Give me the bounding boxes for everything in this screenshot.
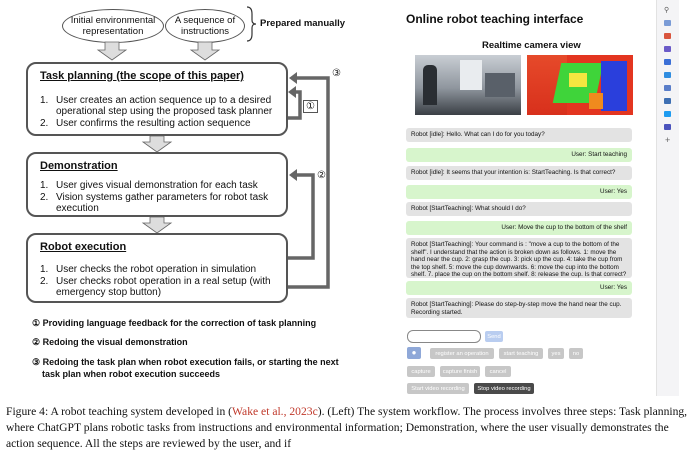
panel-item: 2. User confirms the resulting action seq… xyxy=(40,118,280,129)
sidebar-app-icon[interactable] xyxy=(664,72,671,78)
caption-suffix: ). (Left) The system workflow. The proce… xyxy=(6,405,688,450)
send-button[interactable]: Send xyxy=(485,331,503,342)
item-num: 1. xyxy=(40,95,49,106)
browser-sidebar xyxy=(656,0,679,396)
chat-message: Robot [StartTeaching]: Your command is :… xyxy=(406,238,632,278)
chat-message: Robot [idle]: It seems that your intenti… xyxy=(406,166,632,180)
panel-item: 1. User checks the robot operation in sim… xyxy=(40,264,280,275)
sidebar-app-icon[interactable] xyxy=(664,85,671,91)
loop-3-path xyxy=(288,76,330,289)
item-text: User checks robot operation in a real se… xyxy=(56,276,271,298)
legend-line-4: task plan when robot execution succeeds xyxy=(42,369,221,379)
item-num: 2. xyxy=(40,118,49,129)
chat-message: User: Yes xyxy=(406,185,632,199)
item-num: 1. xyxy=(40,180,49,191)
item-text: Vision systems gather parameters for rob… xyxy=(56,192,269,214)
sidebar-app-icon[interactable] xyxy=(664,98,671,104)
panel-item: 1. User creates an action sequence up to … xyxy=(40,95,280,117)
down-arrow-instr xyxy=(189,41,221,61)
camera-rgb-image xyxy=(415,55,521,115)
sidebar-app-icon[interactable] xyxy=(664,111,671,117)
sidebar-app-icon[interactable] xyxy=(664,33,671,39)
loop-3-head xyxy=(289,72,297,84)
panel-task-planning: Task planning (the scope of this paper) … xyxy=(26,62,288,136)
input-env-line2: representation xyxy=(82,26,144,37)
camera-title: Realtime camera view xyxy=(482,40,581,51)
legend-line-2: ② Redoing the visual demonstration xyxy=(32,337,188,347)
input-environment-ellipse: Initial environmental representation xyxy=(62,9,164,43)
panel-title: Demonstration xyxy=(40,160,118,172)
yes-button[interactable]: yes xyxy=(548,348,564,359)
panel-robot-execution: Robot execution 1. User checks the robot … xyxy=(26,233,288,303)
chat-message: User: Yes xyxy=(406,281,632,295)
microphone-icon[interactable]: ● xyxy=(407,347,421,359)
sidebar-app-icon[interactable] xyxy=(664,124,671,130)
cancel-button[interactable]: cancel xyxy=(485,366,511,377)
start-teaching-button[interactable]: start teaching xyxy=(499,348,543,359)
caption-citation-link[interactable]: Wake et al., 2023c xyxy=(232,405,318,418)
loop-2-path xyxy=(288,173,315,260)
chat-message: User: Move the cup to the bottom of the … xyxy=(406,221,632,235)
loop-marker-3: ③ xyxy=(332,68,341,79)
search-icon[interactable]: ⚲ xyxy=(664,7,670,14)
sidebar-app-icon[interactable] xyxy=(664,59,671,65)
panel-item: 2. Vision systems gather parameters for r… xyxy=(40,192,280,214)
loop-1-path xyxy=(288,90,302,120)
brace-shape xyxy=(246,6,257,42)
item-text: User gives visual demonstration for each… xyxy=(56,180,258,191)
panel-title: Task planning (the scope of this paper) xyxy=(40,70,244,82)
add-icon[interactable]: + xyxy=(665,135,671,145)
item-text: User confirms the resulting action seque… xyxy=(56,118,251,129)
chat-message: Robot [idle]: Hello. What can I do for y… xyxy=(406,128,632,142)
item-num: 2. xyxy=(40,192,49,203)
chat-message: User: Start teaching xyxy=(406,148,632,162)
diagram-connectors xyxy=(96,6,330,289)
sidebar-app-icon[interactable] xyxy=(664,20,671,26)
panel-item: 1. User gives visual demonstration for ea… xyxy=(40,180,280,191)
figure-caption: Figure 4: A robot teaching system develo… xyxy=(6,404,692,452)
caption-prefix: Figure 4: A robot teaching system develo… xyxy=(6,405,233,418)
item-text: User creates an action sequence up to a … xyxy=(56,95,273,117)
panel-demonstration: Demonstration 1. User gives visual demons… xyxy=(26,152,288,217)
stop-video-recording-button[interactable]: Stop video recording xyxy=(474,383,534,394)
input-env-line1: Initial environmental xyxy=(70,15,156,26)
chat-input[interactable] xyxy=(407,330,481,343)
loop-1-head xyxy=(288,86,296,98)
panel-title: Robot execution xyxy=(40,241,127,253)
input-instr-line2: instructions xyxy=(180,26,230,37)
item-text: User checks the robot operation in simul… xyxy=(56,264,257,275)
chat-message: Robot [StartTeaching]: Please do step-by… xyxy=(406,298,632,318)
loop-2-head xyxy=(289,169,297,181)
down-arrow-1 xyxy=(141,135,173,153)
start-video-recording-button[interactable]: Start video recording xyxy=(407,383,469,394)
prepared-manually-label: Prepared manually xyxy=(260,18,346,29)
ui-title: Online robot teaching interface xyxy=(406,12,584,26)
loop-marker-1: ① xyxy=(303,100,318,113)
register-operation-button[interactable]: register an operation xyxy=(430,348,494,359)
camera-depth-image xyxy=(527,55,633,115)
legend-line-1: ① Providing language feedback for the co… xyxy=(32,318,317,328)
sidebar-app-icon[interactable] xyxy=(664,46,671,52)
item-num: 1. xyxy=(40,264,49,275)
input-instructions-ellipse: A sequence of instructions xyxy=(165,9,245,43)
down-arrow-env xyxy=(96,41,128,61)
down-arrow-2 xyxy=(141,216,173,234)
capture-finish-button[interactable]: capture finish xyxy=(440,366,480,377)
no-button[interactable]: no xyxy=(569,348,583,359)
capture-button[interactable]: capture xyxy=(407,366,435,377)
panel-item: 2. User checks robot operation in a real … xyxy=(40,276,280,298)
chat-message: Robot [StartTeaching]: What should I do? xyxy=(406,202,632,216)
legend-line-3: ③ Redoing the task plan when robot execu… xyxy=(32,357,339,367)
loop-marker-2: ② xyxy=(317,170,326,181)
item-num: 2. xyxy=(40,276,49,287)
input-instr-line1: A sequence of xyxy=(174,15,236,26)
